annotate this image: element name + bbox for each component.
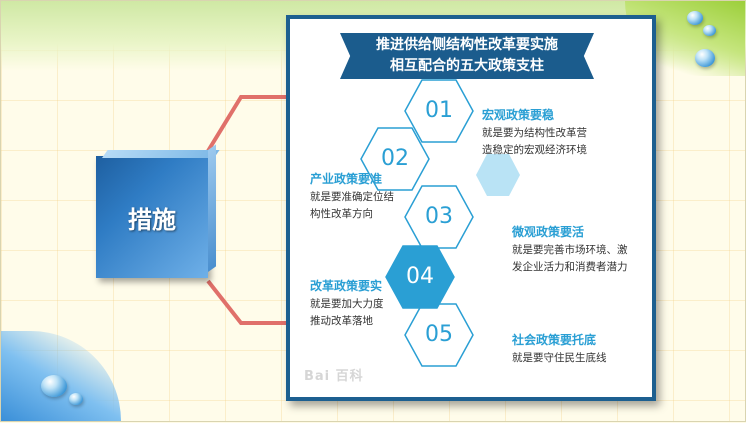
water-drop-icon	[41, 375, 67, 397]
pillar-desc-02: 就是要准确定位结 构性改革方向	[310, 191, 394, 220]
pillar-number-03: 03	[425, 204, 453, 229]
watermark: Bai 百科	[304, 369, 364, 384]
banner-line-1: 推进供给侧结构性改革要实施	[376, 37, 558, 53]
hexagon-05	[404, 303, 474, 367]
pillar-title-05: 社会政策要托底	[512, 333, 597, 347]
pillar-title-01: 宏观政策要稳	[482, 108, 555, 122]
pillar-desc-03: 就是要完善市场环境、激 发企业活力和消费者潜力	[512, 244, 628, 273]
panel-banner: 推进供给侧结构性改革要实施 相互配合的五大政策支柱	[340, 33, 594, 79]
pillar-number-04: 04	[406, 264, 434, 289]
pillar-desc-04: 就是要加大力度 推动改革落地	[310, 298, 384, 327]
hexagon-03	[404, 185, 474, 249]
water-drop-icon	[703, 25, 716, 36]
pillar-number-02: 02	[381, 146, 409, 171]
hexagon-04	[385, 245, 455, 309]
water-drop-icon	[687, 11, 703, 25]
hexagon-chain	[360, 79, 520, 367]
pillar-title-02: 产业政策要准	[310, 172, 383, 186]
measure-box-side	[208, 144, 216, 272]
pillar-number-05: 05	[425, 322, 453, 347]
banner-line-2: 相互配合的五大政策支柱	[390, 58, 544, 74]
water-drop-icon	[69, 393, 83, 405]
policy-panel: 推进供给侧结构性改革要实施 相互配合的五大政策支柱 01 02 03 04 05…	[286, 15, 656, 401]
hexagon-decor	[476, 154, 520, 196]
pillar-desc-01: 就是要为结构性改革营 造稳定的宏观经济环境	[482, 127, 587, 156]
pillar-title-04: 改革政策要实	[310, 279, 383, 293]
hexagon-01	[404, 79, 474, 143]
pillar-title-03: 微观政策要活	[512, 225, 585, 239]
water-drop-icon	[695, 49, 715, 67]
pillar-desc-05: 就是要守住民生底线	[512, 352, 607, 364]
measure-box	[96, 156, 208, 278]
measure-label: 措施	[128, 205, 176, 234]
hexagon-02	[360, 127, 430, 191]
pillar-number-01: 01	[425, 98, 453, 123]
